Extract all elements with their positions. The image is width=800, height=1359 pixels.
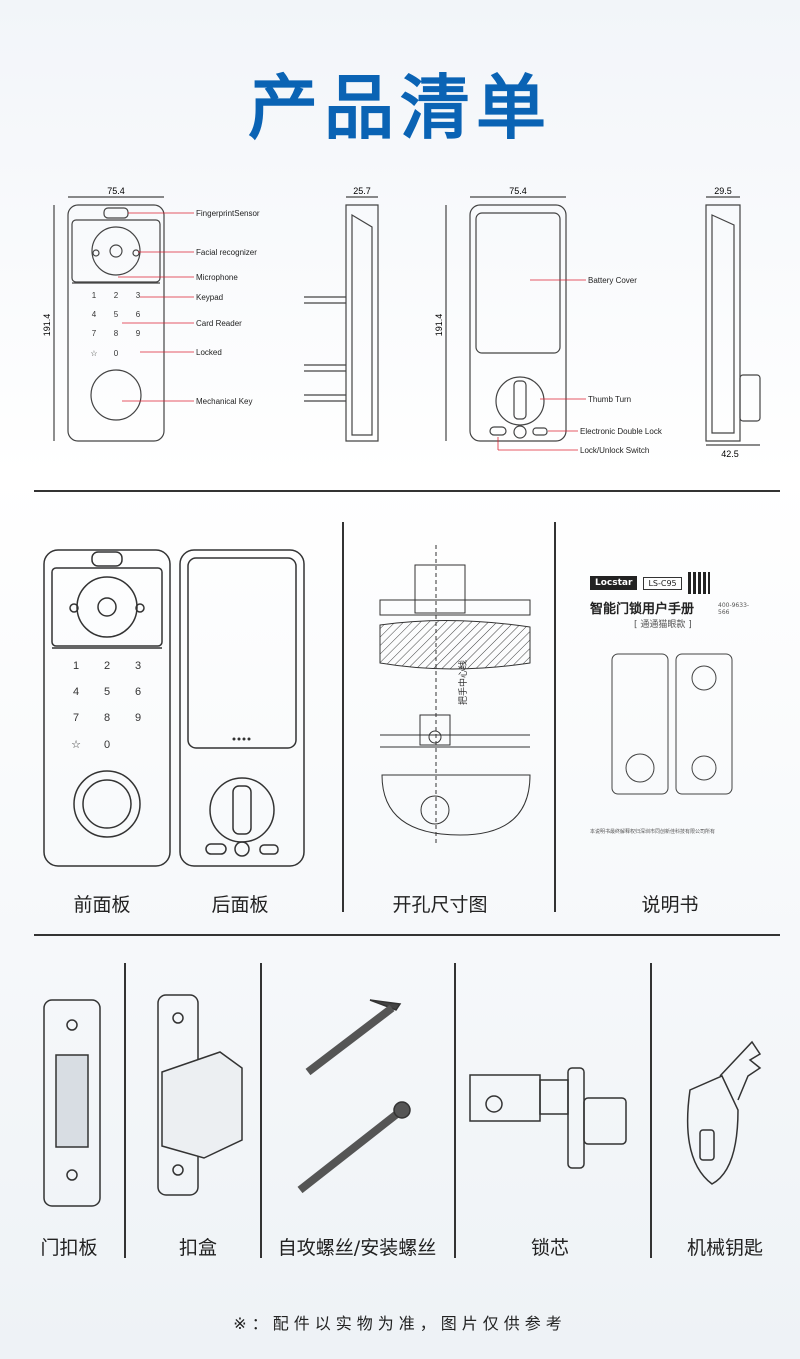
caption-strike-box: 扣盒 — [178, 1237, 217, 1259]
footer-note: ※：配件以实物为准，图片仅供参考 — [233, 1314, 567, 1333]
divider-v1 — [342, 522, 344, 912]
manual-title: 智能门锁用户手册 — [590, 602, 695, 617]
svg-text:7: 7 — [73, 712, 79, 724]
label-facial: Facial recognizer — [196, 248, 257, 257]
cutout-drawing: 把手中心线 — [379, 545, 531, 845]
dim-side-depth: 25.7 — [353, 186, 371, 196]
manual-subtitle: [ 通通猫眼款 ] — [634, 620, 692, 630]
accessories-illustration — [43, 994, 762, 1207]
dim-front-width: 75.4 — [107, 186, 125, 196]
label-microphone: Microphone — [196, 273, 238, 282]
cutout-label: 把手中心线 — [457, 660, 468, 705]
caption-strike-plate: 门扣板 — [40, 1237, 98, 1259]
caption-manual: 说明书 — [641, 894, 699, 916]
dim-right-depth: 29.5 — [714, 186, 732, 196]
svg-text:3: 3 — [135, 660, 141, 672]
divider-v3 — [124, 963, 126, 1258]
label-electronic-double-lock: Electronic Double Lock — [580, 427, 663, 436]
side-outline — [345, 204, 379, 442]
page-title: 产品清单 — [248, 67, 552, 149]
key-5: 5 — [114, 310, 119, 319]
caption-screws: 自攻螺丝/安装螺丝 — [277, 1237, 437, 1259]
label-lock-switch: Lock/Unlock Switch — [580, 446, 649, 455]
dim-front-height: 191.4 — [42, 314, 52, 337]
back-outline — [469, 204, 567, 442]
svg-text:4: 4 — [73, 686, 79, 698]
key-2: 2 — [114, 291, 119, 300]
mechanical-key — [686, 1075, 739, 1185]
divider-2 — [34, 934, 780, 936]
label-thumb-turn: Thumb Turn — [588, 395, 631, 404]
lock-core — [469, 1074, 541, 1122]
svg-text:9: 9 — [135, 712, 141, 724]
caption-key: 机械钥匙 — [686, 1237, 763, 1259]
manual-model: LS-C95 — [643, 576, 682, 590]
key-1: 1 — [92, 291, 97, 300]
panels-illustration: 1 2 3 4 5 6 7 8 9 ☆ 0 — [43, 549, 305, 867]
dimension-diagram: 75.4 191.4 1 2 3 4 5 6 7 8 9 ☆ 0 Fingerp… — [42, 186, 761, 459]
svg-text:6: 6 — [135, 686, 141, 698]
label-keypad: Keypad — [196, 293, 223, 302]
divider-v4 — [260, 963, 262, 1258]
key-4: 4 — [92, 310, 97, 319]
front-panel-body — [43, 549, 171, 867]
screws — [297, 999, 411, 1194]
label-fingerprint: FingerprintSensor — [196, 209, 260, 218]
svg-text:8: 8 — [104, 712, 110, 724]
right-side-outline — [705, 204, 741, 442]
key-0: 0 — [114, 349, 119, 358]
key-6: 6 — [136, 310, 141, 319]
strike-plate — [43, 999, 101, 1207]
back-panel-body — [179, 549, 305, 867]
qr-code-icon — [687, 572, 710, 594]
key-3: 3 — [136, 291, 141, 300]
label-battery-cover: Battery Cover — [588, 276, 637, 285]
svg-text:0: 0 — [104, 739, 110, 751]
dim-right-bottom: 42.5 — [721, 449, 739, 459]
key-7: 7 — [92, 329, 97, 338]
divider-1 — [34, 490, 780, 492]
label-card-reader: Card Reader — [196, 319, 242, 328]
label-mechanical-key: Mechanical Key — [196, 397, 252, 406]
dim-back-width: 75.4 — [509, 186, 527, 196]
svg-text:5: 5 — [104, 686, 110, 698]
caption-cutout: 开孔尺寸图 — [392, 894, 488, 916]
manual-phone: 400-9633-566 — [718, 602, 750, 616]
key-9: 9 — [136, 329, 141, 338]
divider-v5 — [454, 963, 456, 1258]
svg-text:1: 1 — [73, 660, 79, 672]
key-8: 8 — [114, 329, 119, 338]
caption-lock-core: 锁芯 — [530, 1237, 569, 1259]
label-locked: Locked — [196, 348, 222, 357]
manual-footer: 本说明书最终解释权归深圳市同创新佳科技有限公司所有 — [590, 829, 716, 835]
manual-cover: Locstar LS-C95 智能门锁用户手册 [ 通通猫眼款 ] 400-96… — [590, 572, 760, 872]
svg-text:2: 2 — [104, 660, 110, 672]
dim-back-height: 191.4 — [434, 314, 444, 337]
svg-text:☆: ☆ — [71, 739, 81, 751]
divider-v2 — [554, 522, 556, 912]
key-star: ☆ — [90, 349, 97, 358]
manual-brand: Locstar — [590, 576, 638, 590]
caption-back-panel: 后面板 — [211, 894, 269, 916]
caption-front-panel: 前面板 — [73, 894, 131, 916]
manual-illustration — [611, 653, 733, 795]
divider-v6 — [650, 963, 652, 1258]
